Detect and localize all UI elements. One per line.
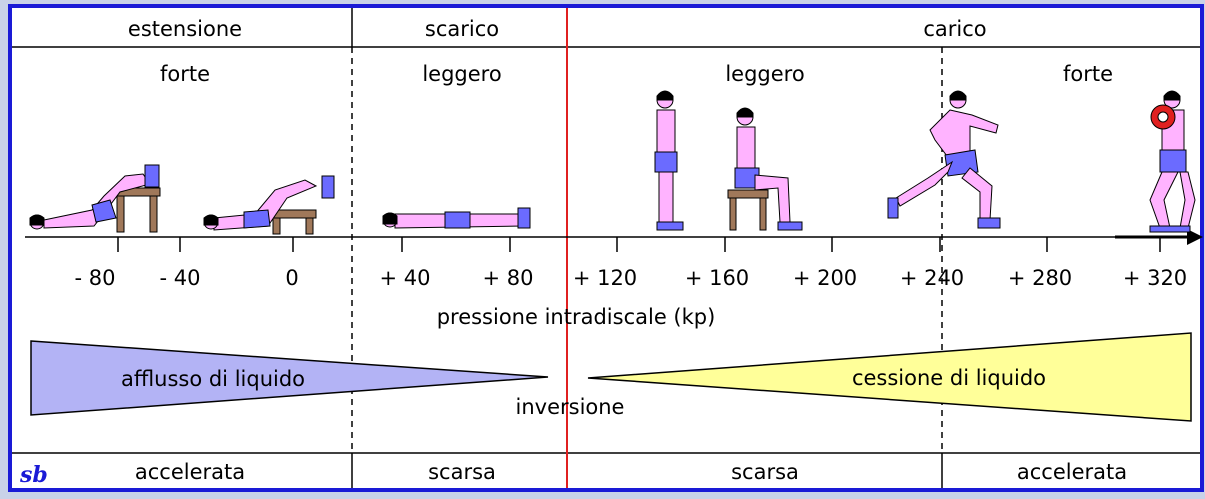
inflow-wedge [30, 340, 549, 416]
axis-label: pressione intradiscale (kp) [437, 305, 716, 329]
axis-arrow [1115, 229, 1203, 245]
footer-accelerata-left: accelerata [135, 460, 245, 484]
header-estensione: estensione [128, 17, 242, 41]
footer-scarsa-right: scarsa [731, 460, 799, 484]
footer-scarsa-left: scarsa [428, 460, 496, 484]
tick-label-10: + 320 [1123, 266, 1187, 290]
figure-extension-mild [203, 175, 335, 235]
header-carico: carico [923, 17, 986, 41]
signature-logo: sb [19, 462, 48, 488]
intensity-forte-left: forte [160, 62, 210, 86]
intensity-leggero-scarico: leggero [422, 62, 501, 86]
axis-tick-marks [117, 237, 1161, 252]
tick-label-8: + 240 [900, 266, 964, 290]
intensity-forte-right: forte [1063, 62, 1113, 86]
figure-lifting [1149, 90, 1196, 233]
footer-accelerata-right: accelerata [1017, 460, 1127, 484]
tick-label-5: + 120 [573, 266, 637, 290]
inflow-label: afflusso di liquido [121, 367, 305, 391]
intensity-leggero-carico: leggero [725, 62, 804, 86]
figure-standing [654, 90, 684, 231]
tick-label-0: - 80 [75, 266, 116, 290]
tick-label-7: + 200 [793, 266, 857, 290]
tick-label-3: + 40 [380, 266, 431, 290]
figure-running [887, 90, 1001, 229]
inversion-label: inversione [516, 395, 625, 419]
tick-label-6: + 160 [685, 266, 749, 290]
tick-label-9: + 280 [1008, 266, 1072, 290]
header-scarico: scarico [425, 17, 499, 41]
figure-extension-strong [29, 164, 161, 233]
tick-label-4: + 80 [483, 266, 534, 290]
diagram-border [8, 4, 1204, 492]
figure-sitting [727, 107, 803, 231]
tick-label-2: 0 [285, 266, 298, 290]
outflow-label: cessione di liquido [852, 366, 1046, 390]
figure-unloaded-lying [382, 207, 531, 229]
tick-label-1: - 40 [160, 266, 201, 290]
outflow-wedge [587, 332, 1192, 422]
